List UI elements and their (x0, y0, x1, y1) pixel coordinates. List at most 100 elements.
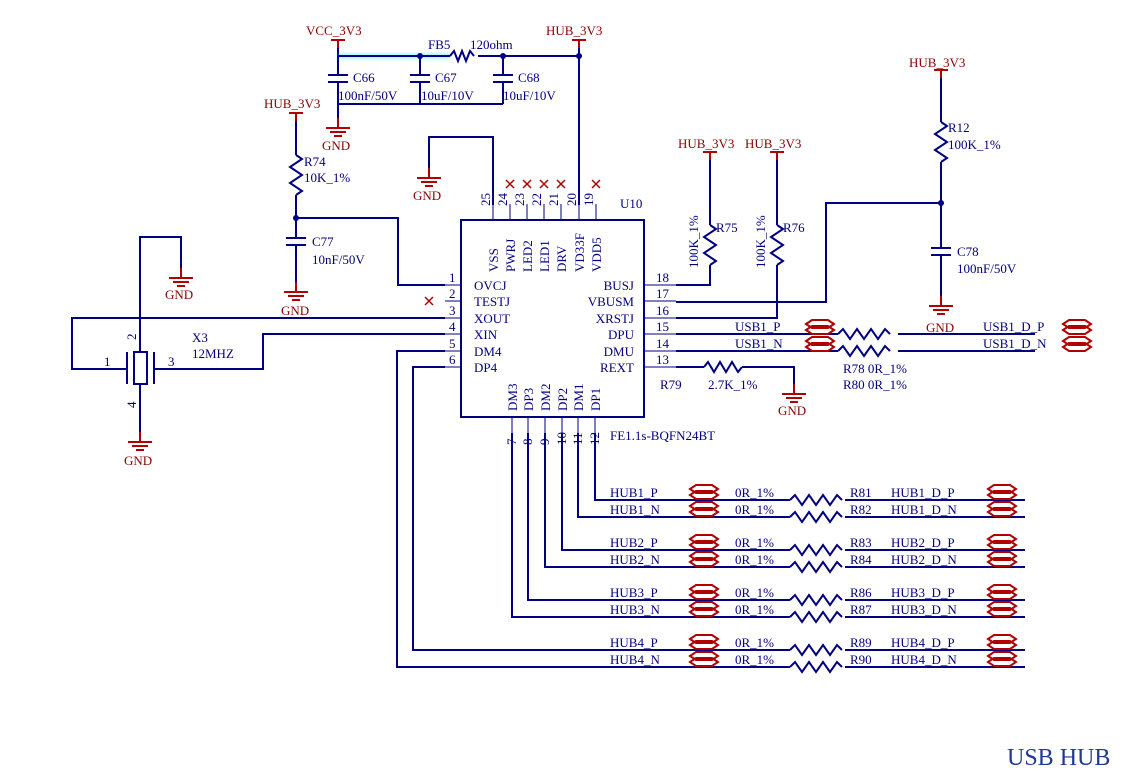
pullup-network: HUB_3V3 HUB_3V3 R75 100K_1% R76 100K_1% … (676, 55, 1017, 335)
hub-net-label: HUB1_N (610, 502, 660, 517)
hub-resistor-value: 0R_1% (735, 485, 774, 500)
crystal-x3: GND GND 1 3 2 4 X3 12MHZ (71, 236, 445, 468)
hub-out-label: HUB4_D_P (891, 635, 955, 650)
hub-net-label: HUB4_N (610, 652, 660, 667)
hub-resistor-value: 0R_1% (735, 585, 774, 600)
hub-out-label: HUB4_D_N (891, 652, 957, 667)
ovcj-network: HUB_3V3 R74 10K_1% C77 10nF/50V GND (264, 96, 445, 318)
hub-resistor-value: 0R_1% (735, 652, 774, 667)
fb5-ref: FB5 (428, 37, 450, 52)
chip-pin-num: 6 (449, 352, 456, 367)
resistor-symbol (789, 643, 843, 657)
chip-pin-name: XRSTJ (596, 311, 634, 326)
hub-trace (577, 433, 790, 518)
gnd-label-1: GND (322, 138, 350, 153)
chip-pin-name: VDD5 (589, 237, 604, 272)
hub-resistor-ref: R86 (850, 585, 872, 600)
x3-pin2: 2 (124, 334, 139, 341)
chip-pin-num: 24 (495, 193, 510, 207)
chip-pin-num: 14 (656, 336, 670, 351)
c67-value: 10uF/10V (421, 88, 474, 103)
hub-resistor-ref: R81 (850, 485, 872, 500)
chip-part: FE1.1s-BQFN24BT (610, 428, 715, 443)
r12-ref: R12 (948, 120, 970, 135)
hub-trace (412, 366, 790, 651)
gnd-label-6: GND (926, 320, 954, 335)
hub-trace (527, 433, 790, 601)
chip-pin-num: 23 (512, 193, 527, 206)
r75-ref: R75 (716, 220, 738, 235)
page-title: USB HUB (1007, 745, 1110, 771)
x3-value: 12MHZ (192, 346, 234, 361)
chip-pin-name: LED2 (520, 240, 535, 272)
chip-pin-name: DM4 (474, 344, 502, 359)
hub-resistor-ref: R87 (850, 602, 872, 617)
hub-net-label: HUB3_P (610, 585, 658, 600)
resistor-symbol (789, 560, 843, 574)
resistor-symbol (789, 510, 843, 524)
chip-pin-num: 1 (449, 270, 456, 285)
x3-pin4: 4 (124, 401, 139, 408)
rext-network: GND R79 2.7K_1% (660, 360, 807, 418)
hub-resistor-value: 0R_1% (735, 502, 774, 517)
hub-out-label: HUB3_D_P (891, 585, 955, 600)
port-marker (689, 551, 719, 567)
gnd-label-2: GND (281, 303, 309, 318)
c68-value: 10uF/10V (503, 88, 556, 103)
r12-value: 100K_1% (948, 137, 1001, 152)
chip-pin-name: DP3 (521, 388, 536, 411)
vcc-label: VCC_3V3 (306, 23, 362, 38)
port-marker (689, 601, 719, 617)
r79-ref: R79 (660, 377, 682, 392)
hub-label-r75: HUB_3V3 (678, 136, 734, 151)
chip-pin-num: 19 (581, 193, 596, 206)
power-filter: VCC_3V3 HUB_3V3 FB5 120ohm C66 100nF/50V… (306, 23, 602, 205)
port-marker (689, 584, 719, 600)
hub-resistor-ref: R89 (850, 635, 872, 650)
hub-label-top: HUB_3V3 (546, 23, 602, 38)
gnd-label-4: GND (165, 287, 193, 302)
usb1-upstream: USB1_P USB1_N USB1_D_P USB1_D_N R78 0R_1… (676, 319, 1092, 392)
vss-ground: GND (413, 136, 494, 205)
hub-trace (396, 350, 790, 668)
port-marker (987, 651, 1017, 667)
usb1-n-out: USB1_D_N (983, 336, 1047, 351)
chip-pin-name: DPU (608, 327, 635, 342)
c77-ref: C77 (312, 234, 334, 249)
chip-pin-name: DM2 (538, 384, 553, 411)
hub-trace (594, 433, 790, 501)
port-marker (987, 584, 1017, 600)
hub-trace (561, 433, 790, 551)
r80-label: R80 0R_1% (843, 377, 907, 392)
c77-value: 10nF/50V (312, 252, 365, 267)
hub-label-r74: HUB_3V3 (264, 96, 320, 111)
hub-trace (511, 433, 790, 618)
hub-resistor-ref: R82 (850, 502, 872, 517)
hub-resistor-value: 0R_1% (735, 552, 774, 567)
chip-pin-name: VD33F (572, 233, 587, 272)
chip-pin-num: 17 (656, 286, 670, 301)
chip-pin-num: 25 (478, 193, 493, 206)
port-marker (987, 601, 1017, 617)
port-marker (987, 551, 1017, 567)
r75-value: 100K_1% (686, 215, 701, 268)
r78-label: R78 0R_1% (843, 361, 907, 376)
hub-net-label: HUB2_P (610, 535, 658, 550)
x3-pin3: 3 (168, 354, 175, 369)
c68-ref: C68 (518, 70, 540, 85)
resistor-symbol (789, 660, 843, 674)
chip-pin-name: LED1 (537, 240, 552, 272)
hub-out-label: HUB1_D_N (891, 502, 957, 517)
c78-value: 100nF/50V (957, 261, 1017, 276)
hub-label-r12: HUB_3V3 (909, 55, 965, 70)
port-marker (987, 634, 1017, 650)
resistor-symbol (789, 610, 843, 624)
port-marker (689, 484, 719, 500)
hub-net-label: HUB2_N (610, 552, 660, 567)
resistor-symbol (789, 493, 843, 507)
r79-value: 2.7K_1% (708, 377, 758, 392)
chip-pin-name: TESTJ (474, 294, 510, 309)
c66-ref: C66 (353, 70, 375, 85)
